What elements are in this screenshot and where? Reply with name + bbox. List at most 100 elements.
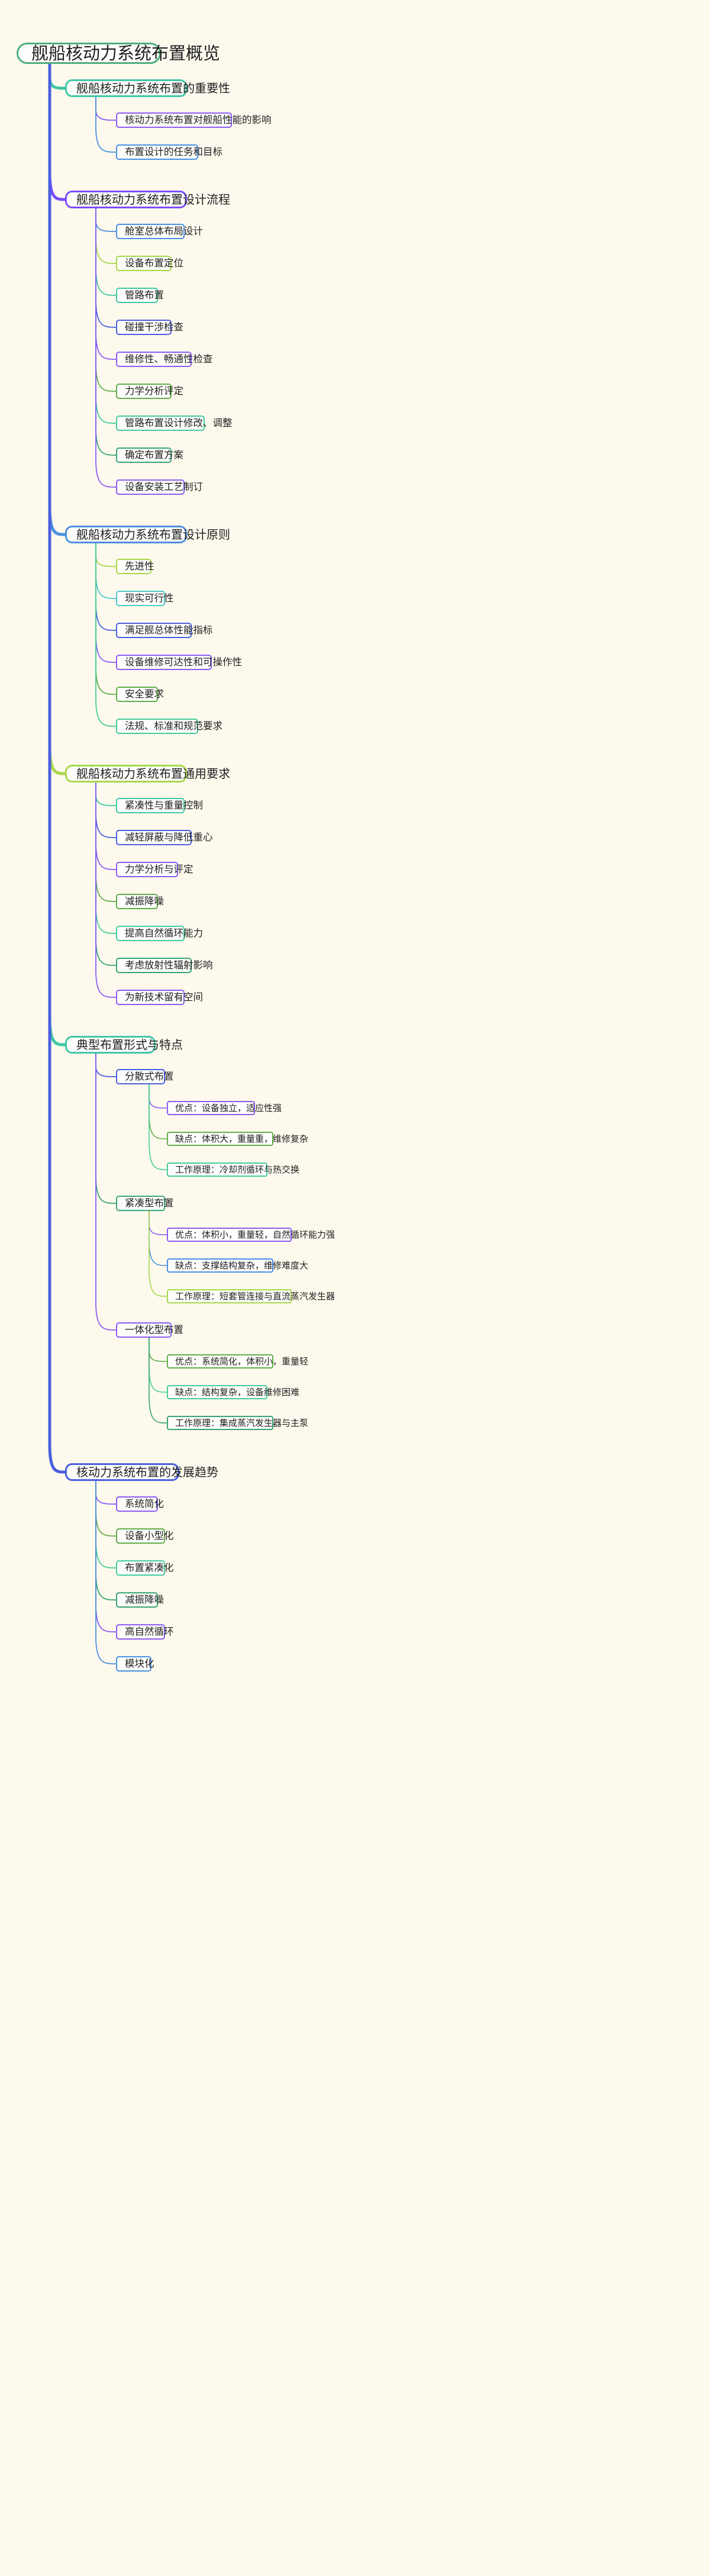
leaf-node[interactable]: 提高自然循环能力 xyxy=(116,926,203,941)
leaf-node[interactable]: 力学分析评定 xyxy=(116,384,183,399)
leaf-node[interactable]: 设备维修可达性和可操作性 xyxy=(116,655,242,670)
leaf-node[interactable]: 模块化 xyxy=(116,1656,154,1672)
leaf-node[interactable]: 减振降噪 xyxy=(116,894,164,909)
mindmap-edge xyxy=(95,208,117,456)
leaf-node[interactable]: 优点：系统简化，体积小，重量轻 xyxy=(167,1354,308,1368)
mindmap-edge xyxy=(95,96,117,121)
mindmap-edge xyxy=(95,1480,117,1632)
leaf-node[interactable]: 力学分析与评定 xyxy=(116,862,193,877)
node-label: 管路布置设计修改、调整 xyxy=(125,417,233,429)
node-label: 为新技术留有空间 xyxy=(125,991,203,1003)
mindmap-edge xyxy=(95,782,117,806)
mindmap-edge xyxy=(95,543,117,567)
leaf-node[interactable]: 确定布置方案 xyxy=(116,447,183,463)
mindmap-edge xyxy=(95,208,117,264)
leaf-node[interactable]: 缺点：体积大，重量重，维修复杂 xyxy=(167,1132,308,1146)
mindmap-edge xyxy=(48,62,67,1474)
node-label: 管路布置 xyxy=(125,289,164,301)
mindmap-edge xyxy=(95,96,117,153)
mindmap-edge xyxy=(95,1053,117,1331)
leaf-node[interactable]: 舱室总体布局设计 xyxy=(116,224,203,239)
mindmap-edge xyxy=(95,1480,117,1569)
mindmap-edge xyxy=(95,543,117,631)
node-label: 舰船核动力系统布置设计流程 xyxy=(76,192,230,207)
root-node[interactable]: 舰船核动力系统布置概览 xyxy=(17,43,220,64)
node-label: 舰船核动力系统布置设计原则 xyxy=(76,527,230,542)
node-label: 舰船核动力系统布置概览 xyxy=(31,43,221,63)
mindmap-edge xyxy=(95,208,117,488)
subbranch-node[interactable]: 分散式布置 xyxy=(116,1069,174,1084)
leaf-node[interactable]: 设备小型化 xyxy=(116,1528,174,1544)
leaf-node[interactable]: 设备布置定位 xyxy=(116,256,183,271)
leaf-node[interactable]: 工作原理：冷却剂循环与热交换 xyxy=(167,1163,299,1177)
mindmap-edge xyxy=(95,1053,117,1204)
leaf-node[interactable]: 管路布置设计修改、调整 xyxy=(116,416,233,431)
node-label: 工作原理：冷却剂循环与热交换 xyxy=(175,1164,300,1175)
node-label: 提高自然循环能力 xyxy=(125,927,203,939)
mindmap-edge xyxy=(149,1337,167,1362)
branch-node[interactable]: 舰船核动力系统布置的重要性 xyxy=(65,79,230,97)
leaf-node[interactable]: 紧凑性与重量控制 xyxy=(116,798,203,813)
branch-node[interactable]: 舰船核动力系统布置通用要求 xyxy=(65,765,230,783)
branch-node[interactable]: 舰船核动力系统布置设计流程 xyxy=(65,191,230,208)
leaf-node[interactable]: 碰撞干涉检查 xyxy=(116,320,183,335)
branch-node[interactable]: 典型布置形式与特点 xyxy=(65,1036,183,1054)
node-label: 碰撞干涉检查 xyxy=(125,321,183,333)
mindmap-edge xyxy=(95,782,117,998)
node-label: 考虑放射性辐射影响 xyxy=(125,959,213,971)
leaf-node[interactable]: 考虑放射性辐射影响 xyxy=(116,958,213,973)
node-label: 优点：设备独立，适应性强 xyxy=(175,1102,282,1113)
node-label: 布置设计的任务和目标 xyxy=(125,146,222,157)
leaf-node[interactable]: 为新技术留有空间 xyxy=(116,990,203,1005)
mindmap-edge xyxy=(48,62,67,536)
node-label: 一体化型布置 xyxy=(125,1324,183,1335)
mindmap-edge xyxy=(95,208,117,392)
mindmap-edge xyxy=(149,1210,167,1235)
leaf-node[interactable]: 缺点：支撑结构复杂，维修难度大 xyxy=(167,1258,308,1273)
subbranch-node[interactable]: 紧凑型布置 xyxy=(116,1196,174,1211)
leaf-node[interactable]: 减轻屏蔽与降低重心 xyxy=(116,830,213,845)
mindmap-edge xyxy=(95,1480,117,1664)
leaf-node[interactable]: 先进性 xyxy=(116,559,154,574)
node-label: 先进性 xyxy=(125,560,154,572)
node-label: 设备安装工艺制订 xyxy=(125,481,203,492)
leaf-node[interactable]: 工作原理：集成蒸汽发生器与主泵 xyxy=(167,1416,308,1430)
leaf-node[interactable]: 法规、标准和规范要求 xyxy=(116,719,222,734)
leaf-node[interactable]: 系统简化 xyxy=(116,1496,164,1512)
leaf-node[interactable]: 优点：体积小，重量轻，自然循环能力强 xyxy=(167,1228,335,1242)
node-label: 工作原理：短套管连接与直流蒸汽发生器 xyxy=(175,1290,335,1302)
mindmap-edge xyxy=(95,543,117,599)
node-label: 紧凑性与重量控制 xyxy=(125,799,203,811)
node-label: 缺点：体积大，重量重，维修复杂 xyxy=(175,1133,309,1144)
leaf-node[interactable]: 高自然循环 xyxy=(116,1624,174,1640)
mindmap-edge xyxy=(149,1084,167,1170)
leaf-node[interactable]: 缺点：结构复杂，设备维修困难 xyxy=(167,1385,299,1399)
branch-node[interactable]: 舰船核动力系统布置设计原则 xyxy=(65,526,230,543)
leaf-node[interactable]: 减振降噪 xyxy=(116,1592,164,1608)
branch-node[interactable]: 核动力系统布置的发展趋势 xyxy=(65,1463,218,1481)
node-label: 设备小型化 xyxy=(125,1530,174,1541)
leaf-node[interactable]: 安全要求 xyxy=(116,687,164,702)
leaf-node[interactable]: 工作原理：短套管连接与直流蒸汽发生器 xyxy=(167,1289,335,1303)
mindmap-edge xyxy=(95,782,117,902)
node-label: 舱室总体布局设计 xyxy=(125,225,203,237)
leaf-node[interactable]: 满足舰总体性能指标 xyxy=(116,623,213,638)
leaf-node[interactable]: 现实可行性 xyxy=(116,591,174,606)
node-label: 减振降噪 xyxy=(125,895,164,907)
leaf-node[interactable]: 优点：设备独立，适应性强 xyxy=(167,1101,282,1115)
mindmap-edge xyxy=(95,208,117,296)
leaf-node[interactable]: 核动力系统布置对舰船性能的影响 xyxy=(116,112,272,128)
node-label: 分散式布置 xyxy=(125,1070,174,1082)
node-label: 核动力系统布置的发展趋势 xyxy=(76,1465,218,1479)
leaf-node[interactable]: 设备安装工艺制订 xyxy=(116,479,203,495)
leaf-node[interactable]: 维修性、畅通性检查 xyxy=(116,352,213,367)
leaf-node[interactable]: 布置紧凑化 xyxy=(116,1560,174,1576)
node-label: 现实可行性 xyxy=(125,592,174,604)
node-label: 缺点：结构复杂，设备维修困难 xyxy=(175,1386,300,1398)
leaf-node[interactable]: 管路布置 xyxy=(116,288,164,303)
leaf-node[interactable]: 布置设计的任务和目标 xyxy=(116,144,222,160)
subbranch-node[interactable]: 一体化型布置 xyxy=(116,1322,183,1338)
mindmap-edge xyxy=(149,1337,167,1393)
node-label: 法规、标准和规范要求 xyxy=(125,720,222,732)
